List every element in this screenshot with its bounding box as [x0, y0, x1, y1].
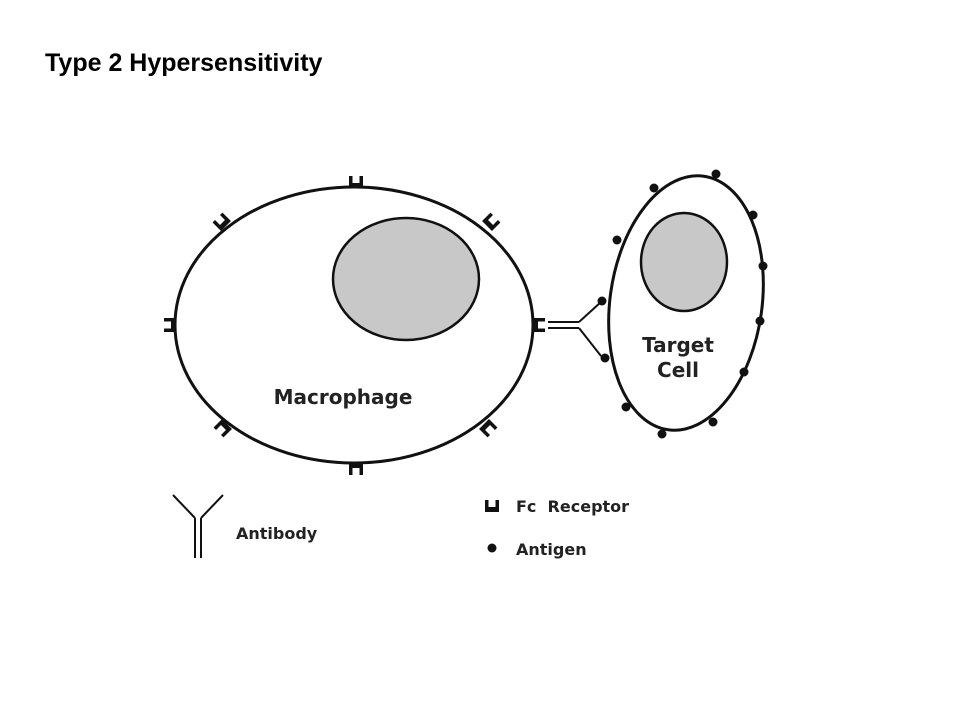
macrophage-membrane — [173, 185, 535, 465]
antigens — [597, 169, 768, 439]
target-cell-label-line1: Target — [642, 333, 714, 357]
antigen-dot — [708, 417, 718, 427]
fc-receptor-legend-icon — [485, 500, 499, 512]
antigen-dot — [755, 316, 765, 326]
fc-receptor-top — [349, 176, 363, 188]
macrophage-label: Macrophage — [274, 385, 413, 409]
antigen-dot — [621, 402, 631, 412]
fc-receptor-right — [533, 318, 545, 332]
antigen-dot — [739, 367, 749, 377]
antigen-dot — [758, 261, 768, 271]
fc-receptor-left — [164, 318, 176, 332]
antigen-dot — [657, 429, 667, 439]
antigen-dot — [600, 353, 610, 363]
antigen-legend-icon — [487, 543, 497, 553]
slide-title: Type 2 Hypersensitivity — [45, 49, 323, 77]
fc-receptor-upper-right — [482, 212, 501, 231]
antigen-dot — [711, 169, 721, 179]
legend-fc-receptor-label: Fc Receptor — [516, 497, 629, 516]
antigen-dot — [612, 235, 622, 245]
legend-antigen-label: Antigen — [516, 540, 587, 559]
target-cell-nucleus — [639, 211, 729, 313]
target-cell-label-line2: Cell — [657, 358, 699, 382]
antibody-icon — [172, 494, 224, 558]
antigen-dot — [597, 296, 607, 306]
bound-antibody — [548, 301, 602, 357]
legend-antibody-label: Antibody — [236, 524, 318, 543]
macrophage-nucleus — [331, 216, 481, 342]
antigen-dot — [748, 210, 758, 220]
antigen-dot — [649, 183, 659, 193]
fc-receptor-bottom — [349, 463, 363, 475]
